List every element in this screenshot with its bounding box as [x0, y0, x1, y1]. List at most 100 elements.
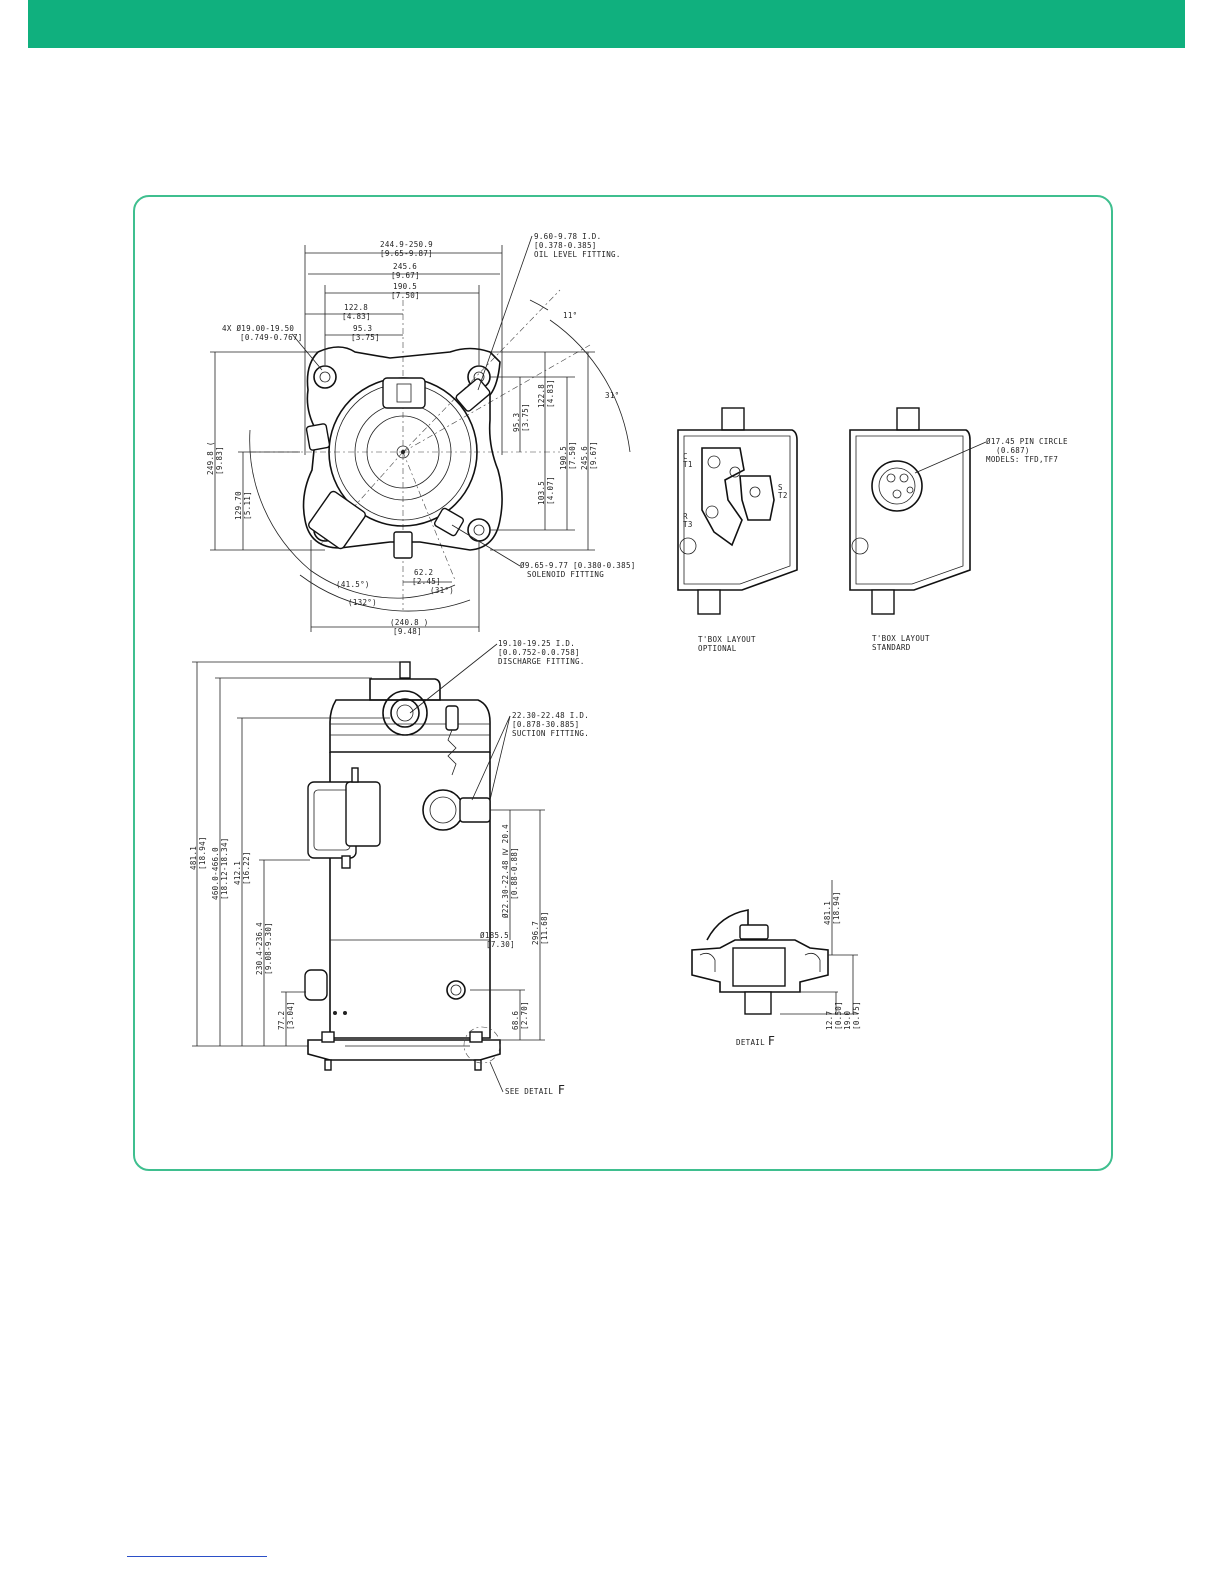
terminal-label: S: [778, 483, 783, 492]
oil-fitting-label: OIL LEVEL FITTING.: [534, 250, 621, 259]
dim-label: [7.50]: [391, 291, 420, 300]
dim-label: 412.1: [233, 861, 242, 885]
oil-plug: [446, 980, 466, 1000]
terminal-plate: [701, 447, 745, 547]
discharge-fitting: [382, 690, 428, 736]
detail-label: DETAIL: [736, 1038, 765, 1047]
dim-label: [3.75]: [521, 403, 530, 432]
see-detail-label: SEE DETAIL: [505, 1087, 553, 1096]
dim-label: 230.4-236.4: [255, 922, 264, 975]
dim-label: [9.83]: [215, 446, 224, 475]
dim-label: [0.88-0.88]: [510, 847, 519, 900]
dim-label: [0.75]: [852, 1001, 861, 1030]
dim-label: [9.48]: [393, 627, 422, 636]
terminal-label: T3: [683, 520, 693, 529]
dim-label: 249.8 (: [206, 441, 215, 475]
side-view: 19.10-19.25 I.D. [0.0.752-0.0.758] DISCH…: [189, 639, 589, 1097]
dim-label: [9.65-9.87]: [380, 249, 433, 258]
drawing-frame: [133, 195, 1113, 1171]
dim-label: 190.5: [393, 282, 417, 291]
mount-hole-3: [467, 518, 491, 542]
oil-fitting-label: [0.378-0.385]: [534, 241, 597, 250]
terminal-label: T2: [778, 491, 788, 500]
see-detail-letter: F: [558, 1083, 565, 1097]
dim-label: [9.67]: [589, 441, 598, 470]
dim-label: 68.6: [511, 1011, 520, 1030]
pin-circle-label: (0.687): [996, 446, 1030, 455]
top-view: 244.9-250.9 [9.65-9.87] 245.6 [9.67] 190…: [206, 232, 636, 636]
dim-label: [11.68]: [540, 911, 549, 945]
lower-fitting: [304, 969, 328, 1001]
dim-label: 4X Ø19.00-19.50: [222, 324, 294, 333]
detail-letter: F: [768, 1034, 775, 1048]
dim-label: 77.2: [277, 1011, 286, 1030]
footer-rule: [127, 1556, 267, 1557]
suction-stub-top: [393, 531, 413, 559]
dim-label: [0.749-0.767]: [240, 333, 303, 342]
dim-label: [4.83]: [342, 312, 371, 321]
suction-label: SUCTION FITTING.: [512, 729, 589, 738]
terminal-box: [382, 377, 426, 409]
suction-label: 22.30-22.48 I.D.: [512, 711, 589, 720]
header-bar: [28, 0, 1185, 48]
dim-label: [3.04]: [286, 1001, 295, 1030]
tbox-optional-label: OPTIONAL: [698, 644, 737, 653]
dim-label: 245.6: [580, 446, 589, 470]
dim-label: Ø185.5: [480, 931, 509, 940]
dim-label: [3.75]: [351, 333, 380, 342]
angle-label: 31°: [605, 391, 619, 400]
dim-label: [2.70]: [520, 1001, 529, 1030]
dim-label: 122.8: [344, 303, 368, 312]
dim-label: 190.5: [559, 446, 568, 470]
dim-label: 245.6: [393, 262, 417, 271]
dim-label: 129.70: [234, 491, 243, 520]
angle-label: (41.5°): [336, 580, 370, 589]
dim-label: [0.50]: [834, 1001, 843, 1030]
dim-label: 95.3: [353, 324, 372, 333]
oil-fitting-label: 9.60-9.78 I.D.: [534, 232, 601, 241]
solenoid-fitting: [434, 507, 464, 537]
tbox-standard-label: STANDARD: [872, 643, 911, 652]
tbox-optional-label: T'BOX LAYOUT: [698, 635, 756, 644]
dim-label: [9.08-9.30]: [264, 922, 273, 975]
terminal-label: C: [683, 452, 688, 461]
tbox-standard-label: T'BOX LAYOUT: [872, 634, 930, 643]
dim-label: 103.5: [537, 481, 546, 505]
suction-label: [0.878-30.885]: [512, 720, 579, 729]
discharge-label: [0.0.752-0.0.758]: [498, 648, 580, 657]
pin-circle: [871, 460, 923, 512]
dim-label: (240.8 ): [390, 618, 429, 627]
pin-circle-label: MODELS: TFD,TF7: [986, 455, 1058, 464]
dim-label: [5.11]: [243, 491, 252, 520]
dim-label: 122.8: [537, 384, 546, 408]
dim-label: 19.0: [843, 1011, 852, 1030]
tbox-standard: Ø17.45 PIN CIRCLE (0.687) MODELS: TFD,TF…: [849, 407, 1068, 652]
dim-label: 95.3: [512, 413, 521, 432]
solenoid-label: Ø9.65-9.77 [0.380-0.385]: [520, 561, 636, 570]
terminal-label: R: [683, 512, 688, 521]
side-fitting: [305, 423, 331, 451]
dim-label: [4.07]: [546, 476, 555, 505]
mount-hole-1: [313, 365, 337, 389]
dim-label: [4.83]: [546, 379, 555, 408]
oil-level-fitting: [455, 378, 491, 412]
angle-label: (31°): [430, 586, 454, 595]
angle-label: 11°: [563, 311, 577, 320]
dim-label: 460.0-466.0: [211, 847, 220, 900]
discharge-fitting-top: [308, 490, 366, 550]
dim-label: 296.7: [531, 921, 540, 945]
suction-fitting: [422, 789, 464, 831]
dim-label: [7.30]: [486, 940, 515, 949]
discharge-label: DISCHARGE FITTING.: [498, 657, 585, 666]
dim-label: 481.1: [189, 846, 198, 870]
dim-label: [16.22]: [242, 851, 251, 885]
dim-label: 12.7: [825, 1011, 834, 1030]
dim-label: 62.2: [414, 568, 433, 577]
discharge-label: 19.10-19.25 I.D.: [498, 639, 575, 648]
dim-label: [18.94]: [832, 891, 841, 925]
terminal-label: T1: [683, 460, 693, 469]
dim-label: 244.9-250.9: [380, 240, 433, 249]
detail-f: 481.1 [18.94] 12.7 [0.50] 19.0 [0.75] DE…: [691, 880, 861, 1048]
tbox-optional: C T1 S T2 R T3 T'BOX LAYOUT OPTIONAL: [677, 407, 798, 653]
pin-circle-label: Ø17.45 PIN CIRCLE: [986, 437, 1068, 446]
